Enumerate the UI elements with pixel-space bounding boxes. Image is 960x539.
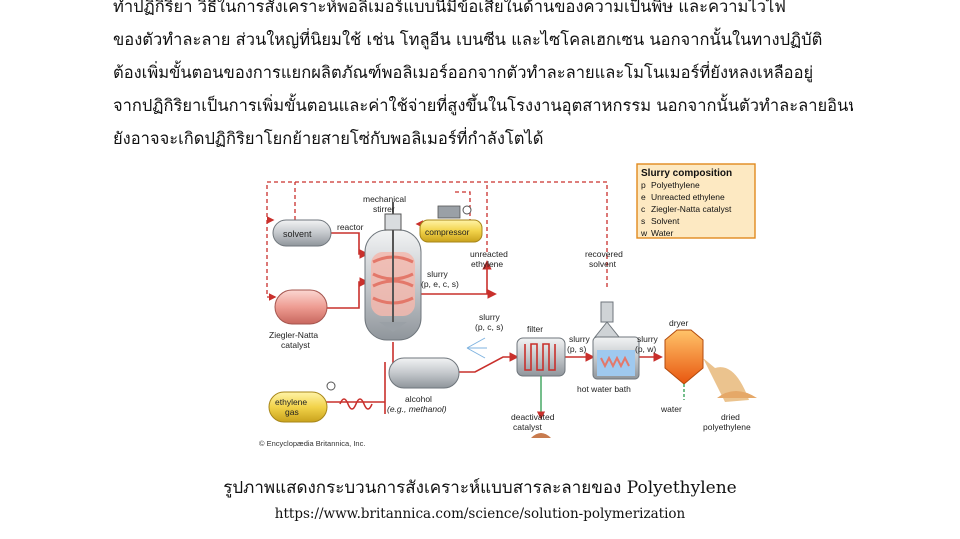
paragraph-line: ยังอาจจะเกิดปฏิกิริยาโยกย้ายสายโซ่กับพอล… (113, 129, 544, 148)
thai-paragraph: ทำปฏิกิริยา วิธีในการสังเคราะห์พอลิเมอร์… (113, 0, 853, 155)
reactor: reactor mechanical stirrer (337, 194, 422, 341)
legend-item-label: Unreacted ethylene (651, 192, 725, 202)
slurry-pw-label-1: slurry (637, 334, 659, 344)
ethylene-coil (339, 398, 373, 410)
recovered-label-2: solvent (589, 259, 617, 269)
slurry-pecs-label-2: (p, e, c, s) (421, 279, 459, 289)
paragraph-line: ของตัวทำละลาย ส่วนใหญ่ที่นิยมใช้ เช่น โท… (113, 30, 823, 49)
catalyst-label-1: Ziegler-Natta (269, 330, 318, 340)
spray-nozzle (466, 337, 487, 359)
legend-item-label: Water (651, 228, 674, 238)
filter-label: filter (527, 324, 543, 334)
filter: filter deactivated catalyst (511, 324, 566, 438)
solvent-label: solvent (283, 229, 312, 239)
alcohol-label-2: (e.g., methanol) (387, 404, 447, 414)
slurry-pw-label-2: (p, w) (635, 344, 656, 354)
water-label: water (660, 404, 682, 414)
compressor: compressor (419, 205, 483, 243)
slurry-pcs-label-1: slurry (479, 312, 501, 322)
compressor-label: compressor (425, 227, 470, 237)
dried-label-2: polyethylene (703, 422, 751, 432)
ethylene-label-2: gas (285, 407, 299, 417)
copyright-notice: © Encyclopædia Britannica, Inc. (259, 439, 365, 448)
legend-title: Slurry composition (641, 168, 732, 179)
dryer: dryer water dried polyethylene (660, 318, 757, 432)
deactivated-label-1: deactivated (511, 412, 555, 422)
dryer-label: dryer (669, 318, 689, 328)
dried-label-1: dried (721, 412, 740, 422)
catalyst-tank: Ziegler-Natta catalyst (269, 289, 328, 350)
slurry-ps-label-1: slurry (569, 334, 591, 344)
paragraph-line: ทำปฏิกิริยา วิธีในการสังเคราะห์พอลิเมอร์… (113, 0, 786, 16)
deactivated-label-2: catalyst (513, 422, 542, 432)
reactor-label: reactor (337, 222, 364, 232)
stirrer-label-1: mechanical (363, 194, 406, 204)
legend-item-label: Solvent (651, 216, 680, 226)
legend-key: e (641, 192, 646, 202)
slurry-composition-legend: Slurry composition p Polyethylene e Unre… (636, 163, 756, 239)
alcohol-tank: alcohol (e.g., methanol) (387, 357, 460, 414)
alcohol-label-1: alcohol (405, 394, 432, 404)
solvent-tank: solvent (272, 219, 332, 247)
paragraph-line: จากปฏิกิริยาเป็นการเพิ่มขั้นตอนและค่าใช้… (113, 96, 853, 115)
source-url: https://www.britannica.com/science/solut… (274, 506, 686, 522)
stirrer-label-2: stirrer (373, 204, 395, 214)
recovered-label-1: recovered (585, 249, 623, 259)
legend-key: p (641, 180, 646, 190)
legend-item-label: Polyethylene (651, 180, 700, 190)
legend-key: c (641, 204, 646, 214)
legend-key: s (641, 216, 645, 226)
solution-polymerization-diagram: solvent Ziegler-Natta catalyst ethylene … (259, 163, 757, 448)
figure-caption: รูปภาพแสดงกระบวนการสังเคราะห์แบบสารละลาย… (223, 478, 737, 498)
unreacted-label-2: ethylene (471, 259, 503, 269)
legend-item-label: Ziegler-Natta catalyst (651, 204, 732, 214)
ethylene-gas-tank: ethylene gas (268, 381, 336, 423)
slurry-ps-label-2: (p, s) (567, 344, 587, 354)
hot-water-bath-label: hot water bath (577, 384, 631, 394)
slurry-pcs-label-2: (p, c, s) (475, 322, 504, 332)
paragraph-line: ต้องเพิ่มขั้นตอนของการแยกผลิตภัณฑ์พอลิเม… (113, 63, 814, 82)
unreacted-label-1: unreacted (470, 249, 508, 259)
legend-key: w (640, 228, 648, 238)
catalyst-label-2: catalyst (281, 340, 310, 350)
hot-water-bath: hot water bath recovered solvent (577, 249, 640, 394)
ethylene-label-1: ethylene (275, 397, 307, 407)
slurry-pecs-label-1: slurry (427, 269, 449, 279)
